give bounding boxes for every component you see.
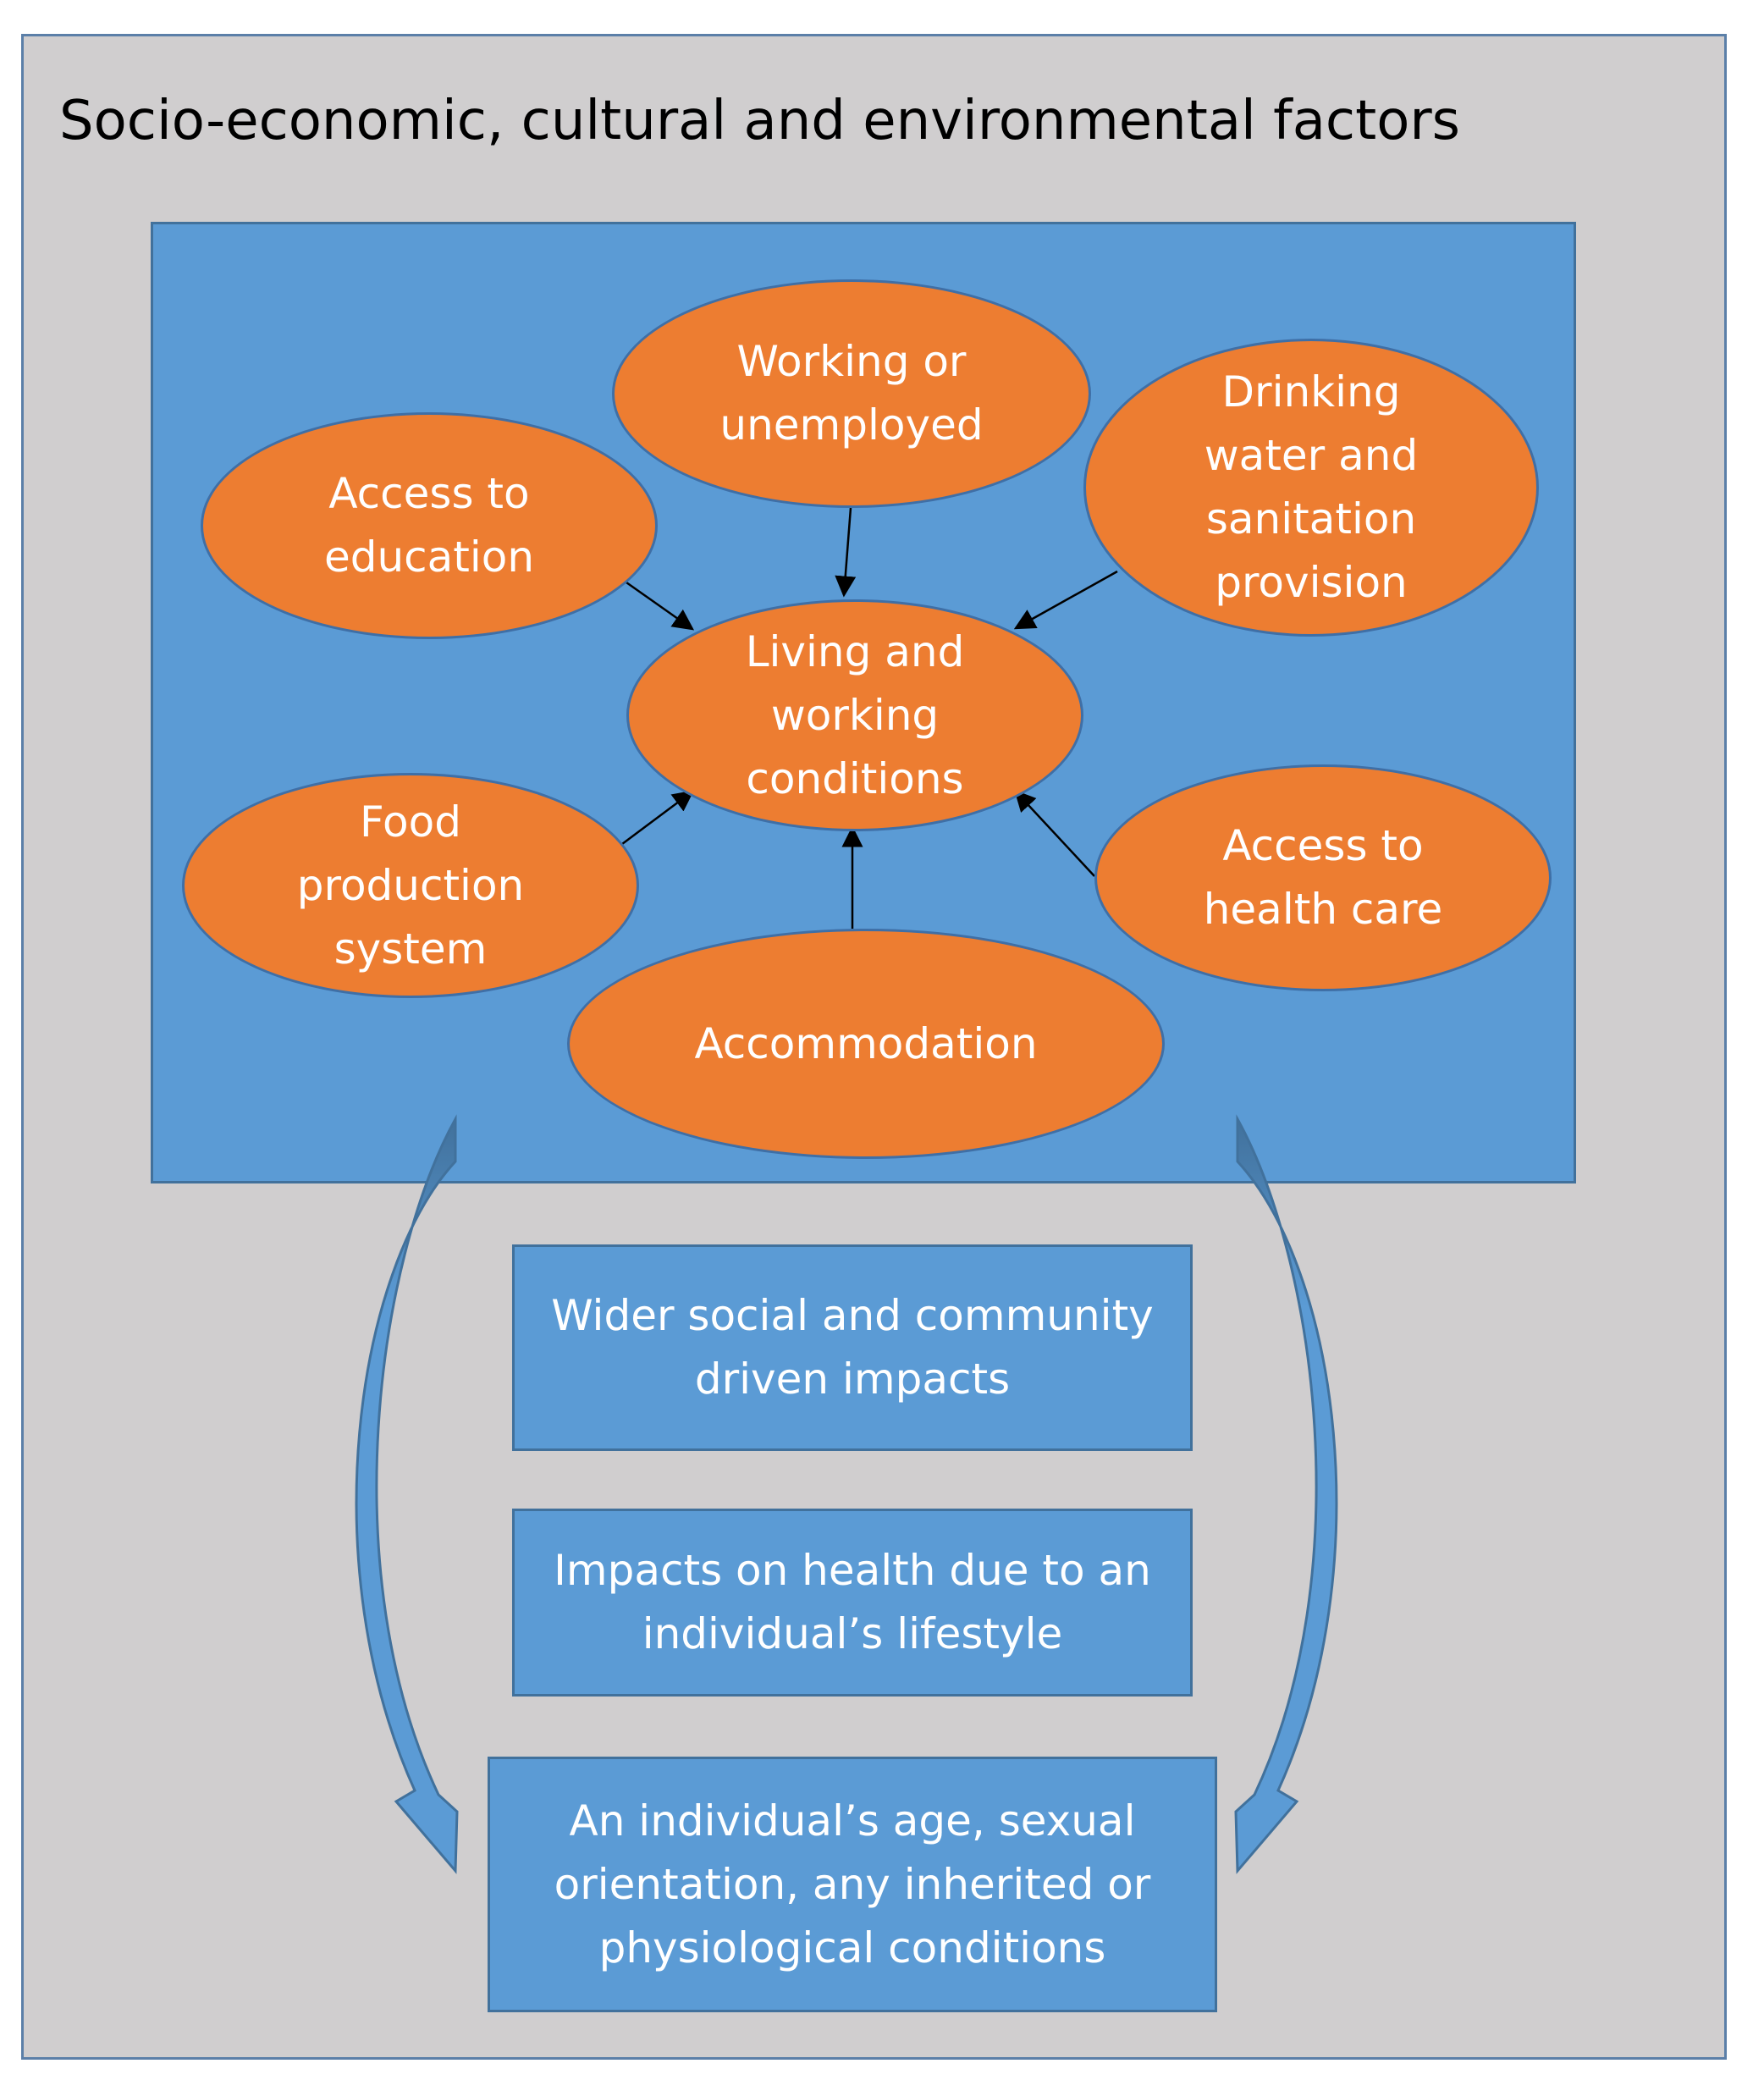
box-wider-social-impacts: Wider social and community driven impact… bbox=[512, 1244, 1193, 1451]
arrow-food-to-center bbox=[621, 790, 695, 846]
curved-arrow-left bbox=[355, 1118, 459, 1874]
arrow-healthcare-to-center bbox=[1014, 790, 1095, 877]
node-access-to-health-care: Access to health care bbox=[1094, 764, 1552, 991]
node-accommodation: Accommodation bbox=[567, 929, 1165, 1159]
arrow-working-to-center bbox=[835, 507, 857, 598]
arrow-education-to-center bbox=[626, 581, 695, 631]
node-living-working-conditions: Living and working conditions bbox=[626, 599, 1083, 831]
arrow-water-to-center bbox=[1013, 570, 1118, 630]
curved-arrow-right bbox=[1234, 1118, 1338, 1874]
box-individual-conditions: An individual’s age, sexual orientation,… bbox=[488, 1757, 1217, 2012]
diagram-title: Socio-economic, cultural and environment… bbox=[59, 90, 1460, 152]
box-lifestyle-impacts: Impacts on health due to an individual’s… bbox=[512, 1509, 1193, 1697]
node-drinking-water-sanitation: Drinking water and sanitation provision bbox=[1083, 339, 1539, 637]
node-access-to-education: Access to education bbox=[201, 412, 658, 639]
node-working-or-unemployed: Working or unemployed bbox=[612, 279, 1091, 508]
node-food-production-system: Food production system bbox=[182, 773, 639, 998]
